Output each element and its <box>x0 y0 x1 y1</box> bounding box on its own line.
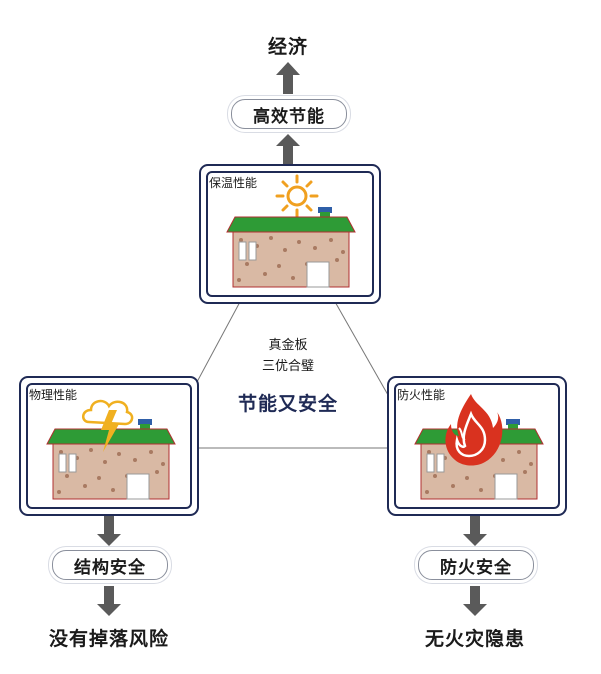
pill-label: 高效节能 <box>253 106 325 127</box>
sun-icon <box>275 174 319 218</box>
arrow-down-icon <box>97 586 121 616</box>
center-product-name: 真金板 <box>268 338 308 353</box>
arrow-up-icon <box>276 134 300 164</box>
card-physical: 物理性能 <box>19 376 199 516</box>
house-icon <box>226 207 356 288</box>
goal-economy: 经济 <box>267 36 308 58</box>
result-no-falling-risk: 没有掉落风险 <box>48 628 169 650</box>
pill-label: 防火安全 <box>440 557 512 578</box>
card-label: 物理性能 <box>29 388 78 402</box>
pill-structural-safety: 结构安全 <box>52 550 168 580</box>
pill-label: 结构安全 <box>74 557 146 578</box>
pill-fire-safety: 防火安全 <box>418 550 534 580</box>
center-tagline: 三优合璧 <box>261 359 314 374</box>
arrow-down-icon <box>463 516 487 546</box>
center-headline: 节能又安全 <box>237 393 338 415</box>
arrow-up-icon <box>276 62 300 94</box>
lightning-icon <box>82 399 134 452</box>
card-label: 防火性能 <box>397 388 446 402</box>
card-label: 保温性能 <box>209 176 258 190</box>
card-insulation: 保温性能 <box>199 164 381 304</box>
pill-energy-efficiency: 高效节能 <box>231 99 347 129</box>
card-fire: 防火性能 <box>387 376 567 516</box>
arrow-down-icon <box>97 516 121 546</box>
arrow-down-icon <box>463 586 487 616</box>
fire-icon <box>445 394 503 466</box>
result-no-fire-hazard: 无火灾隐患 <box>424 628 525 650</box>
